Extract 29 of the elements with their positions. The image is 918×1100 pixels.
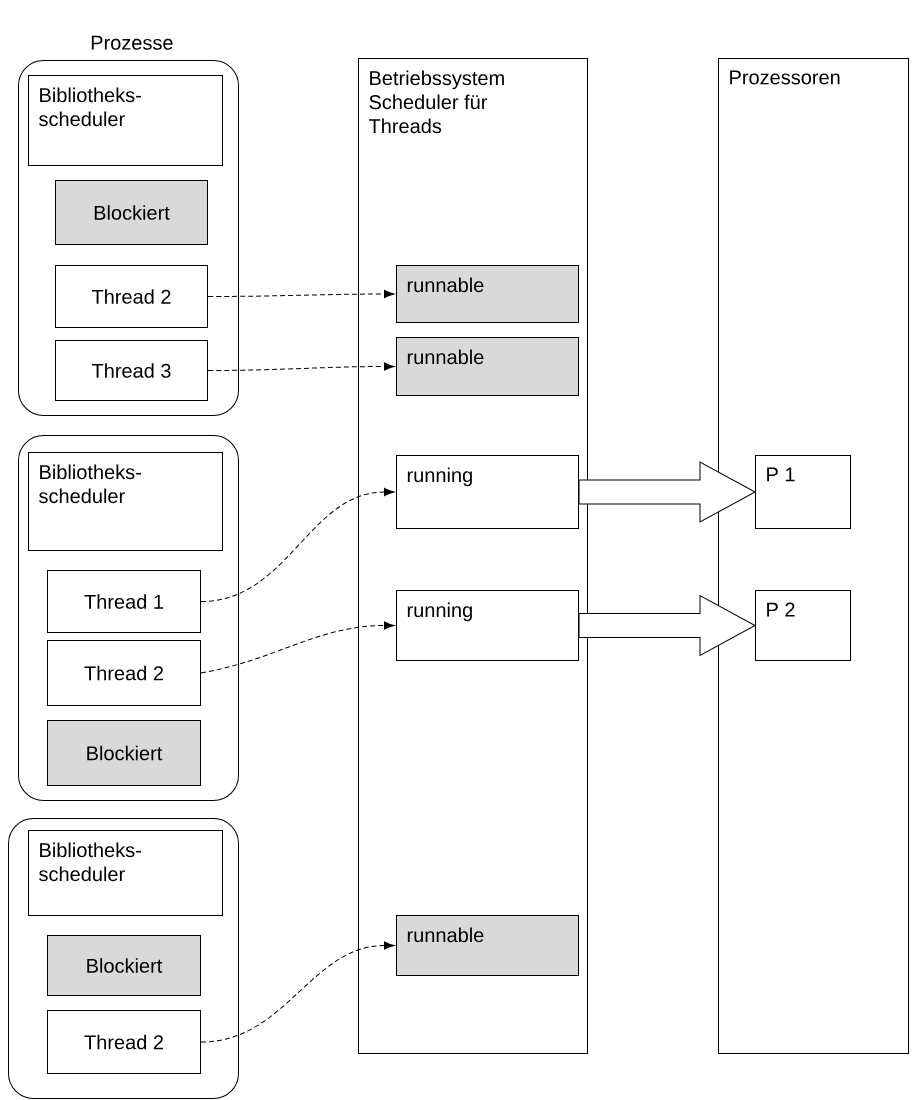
process-group bbox=[18, 60, 239, 416]
thread-box: Thread 2 bbox=[47, 1010, 201, 1074]
dashed-arrow bbox=[200, 621, 395, 674]
state-box: running bbox=[396, 455, 579, 529]
dashed-arrow bbox=[207, 289, 395, 299]
dashed-arrow bbox=[200, 941, 395, 1043]
dashed-arrow bbox=[207, 362, 395, 371]
scheduler-box: Bibliotheks- scheduler bbox=[28, 75, 223, 166]
scheduler-box: Bibliotheks- scheduler bbox=[28, 830, 223, 916]
state-box: runnable bbox=[396, 265, 579, 323]
block-arrow bbox=[578, 595, 756, 656]
thread-box: Thread 2 bbox=[55, 265, 208, 328]
processor-box: P 2 bbox=[755, 590, 851, 661]
blocked-box: Blockiert bbox=[55, 180, 208, 245]
scheduler-box: Bibliotheks- scheduler bbox=[28, 452, 223, 551]
process-group bbox=[18, 435, 239, 801]
thread-box: Thread 3 bbox=[55, 340, 208, 401]
dashed-arrow bbox=[200, 487, 395, 602]
thread-box: Thread 1 bbox=[47, 570, 201, 633]
blocked-box: Blockiert bbox=[47, 720, 201, 786]
thread-box: Thread 2 bbox=[47, 640, 201, 706]
state-box: running bbox=[396, 590, 579, 661]
block-arrow bbox=[578, 461, 756, 523]
processor-box: P 1 bbox=[755, 455, 851, 529]
process-group bbox=[8, 818, 239, 1099]
heading-text: Prozesse bbox=[91, 35, 173, 50]
blocked-box: Blockiert bbox=[47, 935, 201, 996]
state-box: runnable bbox=[396, 915, 579, 976]
state-box: runnable bbox=[396, 337, 579, 396]
